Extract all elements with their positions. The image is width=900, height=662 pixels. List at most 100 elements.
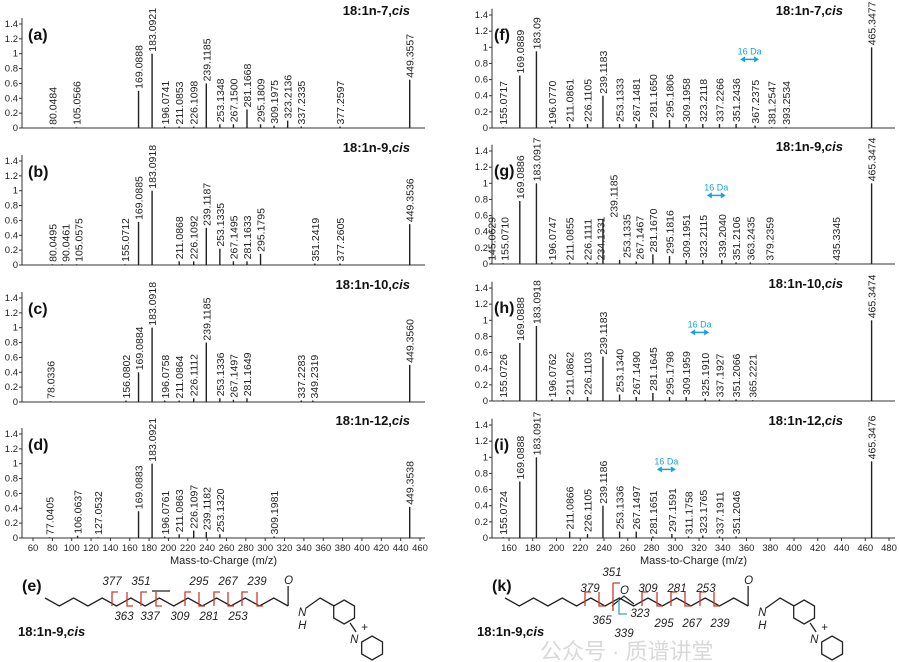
epoxide-cleavage-marker [618,600,627,615]
peak-label: 267.1497 [631,486,643,530]
y-tick-label: 1.4 [475,283,488,294]
x-tick-label: 240 [596,543,612,554]
peak-label: 465.3477 [867,1,879,45]
y-tick-label: 0.8 [5,474,18,485]
peak-label: 349.2319 [309,355,321,399]
fragment-mass-below: 253 [227,611,248,623]
panel-letter: (d) [28,437,48,454]
carbon-chain [504,597,749,607]
fragment-mass-below: 309 [170,611,190,623]
x-tick-label: 360 [315,543,331,554]
y-tick-label: 1.4 [475,10,488,21]
spectrum-panel-h: 00.20.40.60.811.21.4(h)18:1n-10,cis155.0… [475,274,895,407]
y-tick-label: 0.8 [5,64,18,75]
y-tick-label: 0.8 [475,468,488,479]
y-tick-label: 0.4 [475,227,488,238]
peak-label: 211.0855 [565,217,577,260]
y-tick-label: 1 [483,42,488,53]
y-tick-label: 1 [483,452,488,463]
y-tick-label: 0.2 [475,517,488,528]
peak-label: 211.0862 [565,352,577,395]
y-tick-label: 0.4 [5,230,18,241]
peak-label: 211.0853 [174,81,186,124]
cleavage-marker [241,591,248,606]
fragment-mass-below: 281 [198,611,218,623]
peak-label: 337.2283 [296,355,308,399]
x-tick-label: 280 [644,543,660,554]
peak-label: 337.1927 [714,353,726,397]
y-tick-label: 0.8 [475,58,488,69]
peak-label: 281.1668 [242,63,254,107]
panel-title-italic: cis [825,413,843,428]
x-tick-label: 60 [28,543,39,554]
y-tick-label: 1.2 [475,436,488,447]
fragment-mass-below: 363 [114,611,134,623]
peak-label: 309.1958 [681,78,693,122]
fragment-mass-below: 339 [614,628,634,640]
benzene-ring [333,599,356,625]
x-tick-label: 180 [525,543,541,554]
x-tick-label: 440 [834,543,850,554]
16-da-label: 16 Da [654,456,678,466]
peak-label: 183.0917 [531,137,543,181]
cleavage-marker [155,592,162,607]
peak-label: 234.1331 [596,216,608,260]
peak-label: 351.2046 [731,490,743,534]
spectrum-panel-c: 00.20.40.60.811.21.4(c)18:1n-10,cis78.03… [5,277,425,408]
y-tick-label: 1.2 [475,299,488,310]
peak-label: 106.0637 [73,490,85,534]
cleavage-marker [713,592,720,607]
y-tick-label: 1.4 [475,420,488,431]
y-tick-label: 1 [13,186,18,197]
peak-label: 465.3474 [867,137,879,181]
x-tick-label: 200 [161,543,177,554]
peak-label: 155.0726 [498,354,510,398]
y-tick-label: 0 [13,123,18,134]
structure-name: 18:1n-9,cis [18,624,85,639]
x-tick-label: 140 [102,543,118,554]
cleavage-marker [641,591,648,606]
peak-label: 281.1649 [242,352,254,396]
y-tick-label: 0.4 [475,91,488,102]
peak-label: 281.1633 [242,215,254,259]
cleavage-marker [213,591,220,606]
peak-label: 309.1981 [269,491,281,535]
y-tick-label: 1.2 [475,162,488,173]
peak-label: 325.1910 [700,353,712,397]
y-tick-label: 1.4 [5,19,18,30]
aryl-bond [349,622,357,633]
x-axis-label: Mass-to-Charge (m/z) [170,555,277,567]
y-tick-label: 0.2 [475,107,488,118]
16-da-label: 16 Da [688,319,712,329]
cleavage-marker [140,591,147,606]
x-tick-label: 300 [257,543,273,554]
peak-label: 449.3557 [405,34,417,78]
fragment-mass-below: 323 [630,608,650,620]
spectrum-panel-f: 00.20.40.60.811.21.4(f)18:1n-7,cis155.07… [475,1,895,134]
y-tick-label: 1 [13,49,18,60]
peak-label: 183.0917 [531,411,543,455]
peak-label: 183.0918 [531,280,543,324]
arrowhead-icon [656,466,676,473]
panel-letter: (a) [28,27,48,44]
peak-label: 281.1670 [648,208,660,252]
peak-label: 239.1183 [598,311,610,354]
y-tick-label: 0 [483,123,488,134]
peak-label: 323.2118 [698,79,710,122]
peak-label: 80.0495 [47,224,59,262]
x-axis-label: Mass-to-Charge (m/z) [640,555,747,567]
panel-letter: (h) [494,300,514,317]
x-tick-label: 360 [739,543,755,554]
y-tick-label: 0 [13,533,18,544]
y-tick-label: 1 [483,315,488,326]
y-tick-label: 0.2 [5,245,18,256]
spectrum-panel-b: 00.20.40.60.811.21.4(b)18:1n-9,cis80.049… [5,140,425,271]
arrowhead-icon [690,329,710,336]
panel-letter: (c) [28,301,48,318]
structure-name-italic: cis [526,624,544,639]
peak-label: 211.0863 [174,489,186,532]
peak-label: 377.2597 [335,81,347,125]
epoxide-ring [611,595,635,607]
x-tick-label: 80 [47,543,58,554]
